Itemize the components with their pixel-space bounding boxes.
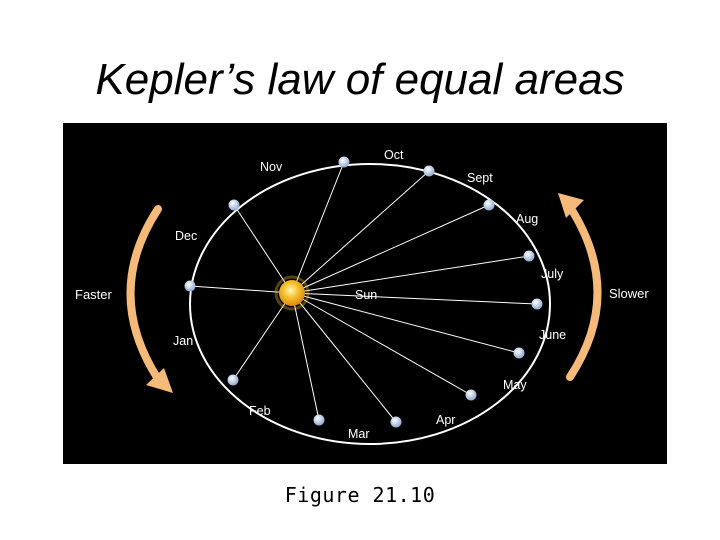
faster-label: Faster: [75, 287, 113, 302]
planet-sept-icon: [483, 199, 495, 211]
faster-arrow-icon: [126, 205, 162, 383]
month-label-feb: Feb: [249, 404, 271, 418]
sun-icon: [279, 280, 305, 306]
sun-label: Sun: [355, 288, 377, 302]
planet-oct-icon: [423, 165, 435, 177]
month-label-nov: Nov: [260, 160, 283, 174]
month-label-sept: Sept: [467, 171, 493, 185]
planet-may-icon: [465, 389, 477, 401]
planet-mar-icon: [313, 414, 325, 426]
month-label-july: July: [541, 267, 564, 281]
radial-line-aug: [291, 255, 530, 294]
month-label-jan: Jan: [173, 334, 193, 348]
radial-line-july: [291, 292, 538, 305]
radial-line-jan: [189, 285, 293, 294]
slide-title: Kepler’s law of equal areas: [95, 55, 625, 104]
planet-nov-icon: [338, 156, 350, 168]
orbit-ellipse: [189, 163, 551, 445]
planet-feb-icon: [227, 374, 239, 386]
month-label-dec: Dec: [175, 229, 197, 243]
radial-line-oct: [291, 170, 430, 294]
month-label-may: May: [503, 378, 527, 392]
radial-line-may: [291, 292, 472, 396]
month-label-aug: Aug: [516, 212, 538, 226]
planet-june-icon: [513, 347, 525, 359]
planet-apr-icon: [390, 416, 402, 428]
sun-glow: [274, 275, 310, 311]
month-label-june: June: [539, 328, 566, 342]
radial-line-june: [291, 292, 520, 354]
radial-line-apr: [291, 292, 397, 423]
radial-line-feb: [232, 292, 293, 381]
planet-aug-icon: [523, 250, 535, 262]
radial-line-dec: [233, 204, 293, 294]
planet-jan-icon: [184, 280, 196, 292]
radial-lines: [189, 161, 538, 423]
faster-arrowhead-icon: [146, 368, 173, 393]
figure-caption: Figure 21.10: [284, 483, 436, 507]
slower-arrow-icon: [566, 203, 602, 381]
planet-dec-icon: [228, 199, 240, 211]
radial-line-mar: [291, 292, 320, 421]
month-label-mar: Mar: [348, 427, 370, 441]
month-label-oct: Oct: [384, 148, 404, 162]
slower-arrowhead-icon: [558, 193, 584, 218]
month-label-apr: Apr: [436, 413, 455, 427]
planet-july-icon: [531, 298, 543, 310]
slower-label: Slower: [609, 286, 649, 301]
radial-line-nov: [291, 161, 345, 294]
radial-line-sept: [291, 204, 490, 294]
